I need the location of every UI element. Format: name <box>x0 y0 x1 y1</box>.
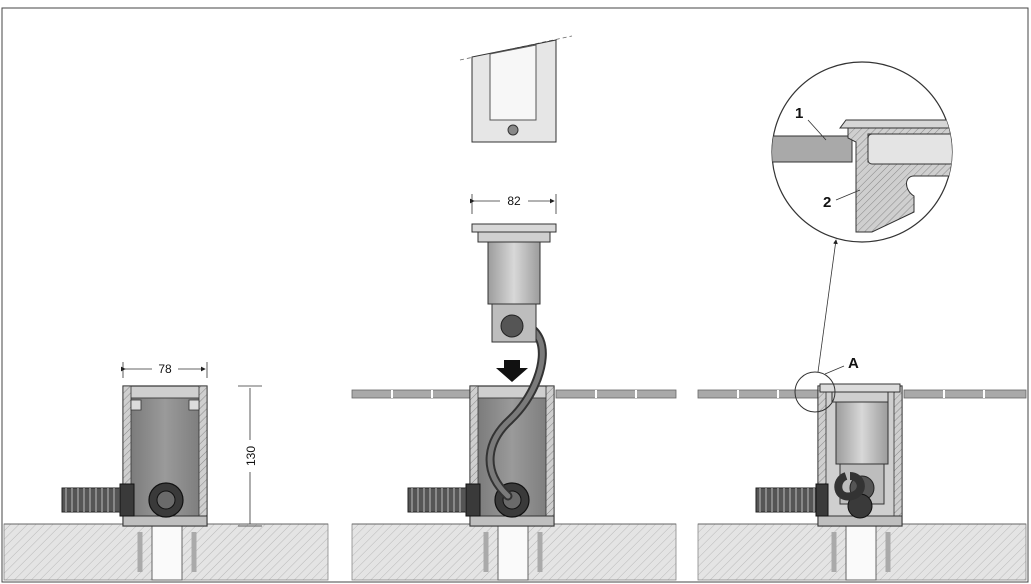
dimension-height-left: 130 <box>238 385 262 527</box>
figure-frame <box>1 7 1029 583</box>
luminaire-front-view <box>459 35 573 143</box>
callout-a-label: A <box>848 355 859 372</box>
dimension-luminaire-width: 82 <box>470 194 557 214</box>
dimension-width-left: 78 <box>121 362 208 378</box>
dim-130-label: 130 <box>244 446 258 466</box>
conduit-left <box>61 483 135 517</box>
detail-label-2: 2 <box>823 194 831 211</box>
detail-label-1: 1 <box>795 105 803 122</box>
detail-callout-circle-a <box>794 371 836 413</box>
dim-82-label: 82 <box>507 194 521 208</box>
dim-78-label: 78 <box>158 362 172 376</box>
step-right: A 1 2 <box>697 61 1027 581</box>
paving-right <box>697 389 1027 399</box>
step-middle: 82 <box>351 35 677 581</box>
magnified-detail: 1 2 <box>771 61 953 243</box>
detail-leader-line <box>817 239 838 373</box>
insert-arrow <box>496 360 528 382</box>
step-left-housing <box>3 385 329 581</box>
drain-pipe-left <box>151 523 183 581</box>
luminaire-insert <box>471 223 557 343</box>
